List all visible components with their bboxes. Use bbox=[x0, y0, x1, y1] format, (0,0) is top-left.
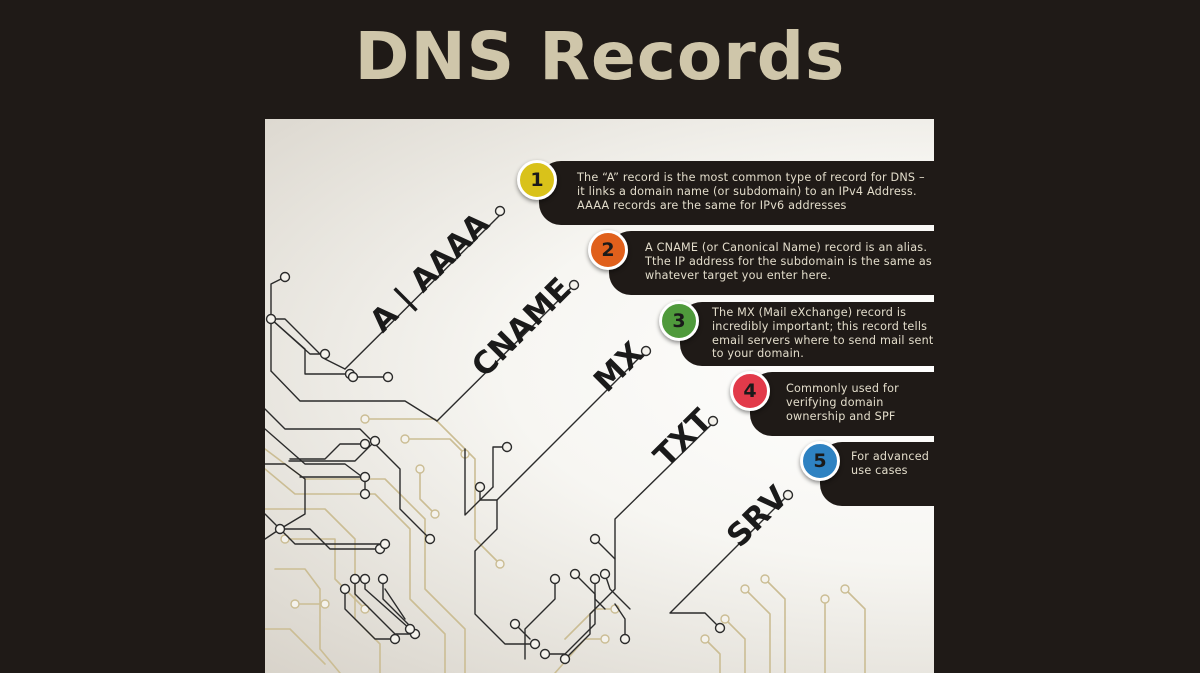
record-tab-5 bbox=[820, 442, 934, 506]
record-number-badge-3: 3 bbox=[659, 301, 699, 341]
diagram-panel: The “A” record is the most common type o… bbox=[265, 119, 934, 673]
circuit-traces bbox=[265, 205, 866, 673]
record-description-2: A CNAME (or Canonical Name) record is an… bbox=[645, 241, 932, 282]
record-description-1: The “A” record is the most common type o… bbox=[577, 171, 925, 212]
record-tab-3 bbox=[680, 302, 934, 366]
record-number-badge-2: 2 bbox=[588, 230, 628, 270]
record-tab-4 bbox=[750, 372, 934, 436]
record-number-badge-4: 4 bbox=[730, 371, 770, 411]
record-tab-1 bbox=[539, 161, 934, 225]
record-number-badge-5: 5 bbox=[800, 441, 840, 481]
record-tab-2 bbox=[609, 231, 934, 295]
page-title: DNS Records bbox=[354, 18, 846, 95]
record-number-badge-1: 1 bbox=[517, 160, 557, 200]
